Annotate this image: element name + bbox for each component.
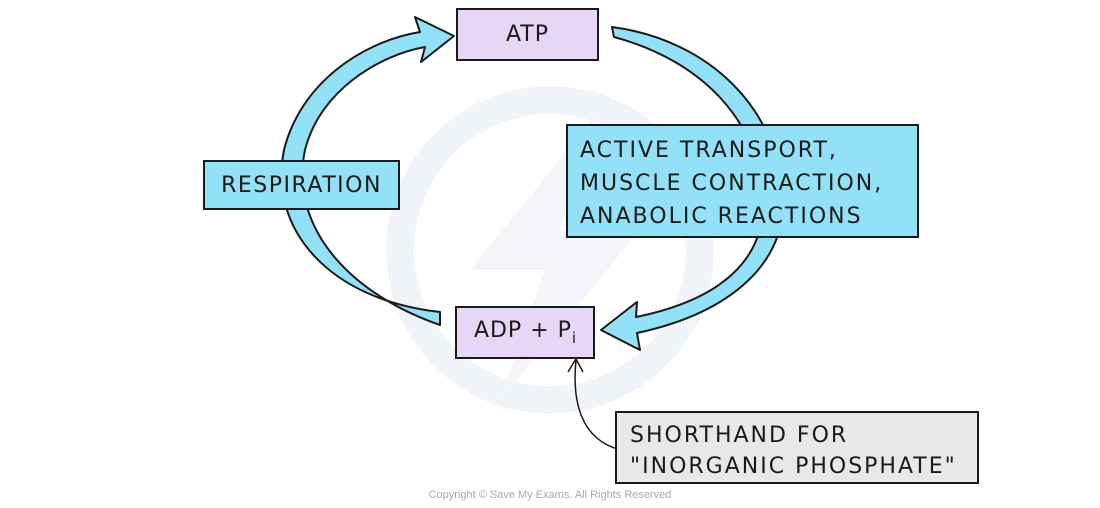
pointer-line [574,359,622,451]
pointer-arrowhead-icon [567,357,584,373]
uses-line-1: ACTIVE TRANSPORT, [580,138,838,163]
arrow-respiration-icon [280,16,455,326]
note-line-1: SHORTHAND FOR [630,423,849,448]
atp-node: ATP [456,8,599,61]
atp-label: ATP [505,22,550,47]
respiration-node: RESPIRATION [203,160,400,210]
copyright-text: Copyright © Save My Exams. All Rights Re… [428,489,672,501]
uses-line-2: MUSCLE CONTRACTION, [580,171,884,196]
atp-uses-node: ACTIVE TRANSPORT, MUSCLE CONTRACTION, AN… [566,124,919,238]
adp-pi-node: ADP + Pi [455,306,595,359]
respiration-label: RESPIRATION [221,172,382,198]
adp-subscript: i [571,329,577,347]
note-line-2: "INORGANIC PHOSPHATE" [630,454,957,479]
adp-label: ADP + Pi [474,318,576,347]
uses-line-3: ANABOLIC REACTIONS [580,204,863,229]
adp-main-text: ADP + P [473,318,572,343]
pi-note-callout: SHORTHAND FOR "INORGANIC PHOSPHATE" [615,411,979,484]
